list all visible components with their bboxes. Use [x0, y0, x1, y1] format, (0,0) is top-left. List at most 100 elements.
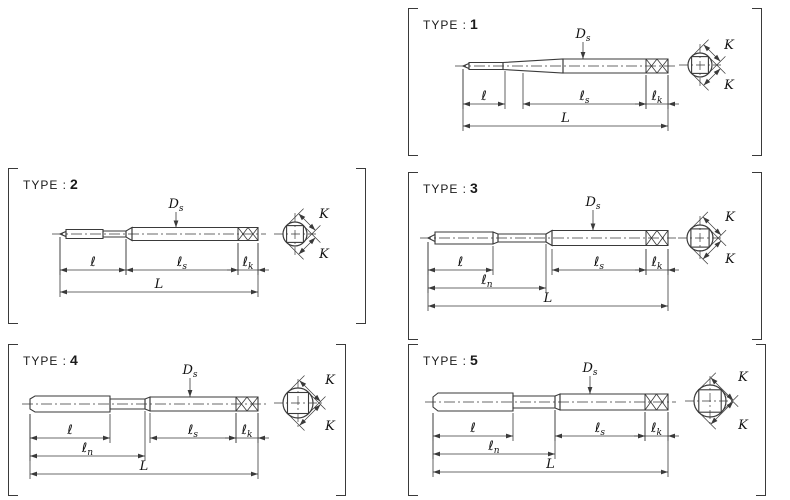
left-bracket — [408, 8, 418, 156]
dim-label-l: ℓ — [480, 89, 486, 104]
dimension-ls: ℓs — [551, 249, 647, 275]
dim-label-K-upper: K — [724, 210, 736, 225]
dim-label-K-upper: K — [324, 373, 336, 388]
dim-label-ls: ℓs — [176, 255, 187, 272]
dimension-L: L — [462, 69, 669, 131]
dimension-Ds: Ds — [584, 195, 601, 231]
type-label: TYPE :4 — [23, 352, 78, 368]
dimension-Ds: Ds — [167, 197, 184, 228]
cross-section-view: KK — [274, 373, 336, 434]
dim-label-lk: ℓk — [650, 421, 662, 438]
dim-label-Ds: Ds — [584, 195, 600, 212]
left-bracket — [408, 344, 418, 496]
dimension-l: ℓ — [29, 414, 111, 443]
dim-label-K-lower: K — [318, 247, 330, 262]
type-label: TYPE :1 — [423, 16, 478, 32]
dim-label-Ds: Ds — [181, 363, 197, 380]
cross-section-view: KK — [685, 370, 749, 433]
type-prefix: TYPE : — [423, 182, 468, 196]
dim-label-ln: ℓn — [487, 439, 499, 456]
dim-label-ln: ℓn — [81, 441, 93, 458]
type-prefix: TYPE : — [423, 354, 468, 368]
left-bracket — [408, 172, 418, 340]
tap-drawing-type-1: Ds ℓ ℓs ℓkL K K — [455, 27, 735, 131]
tap-drawing-type-4: Ds ℓ ℓs ℓk ℓnL KK — [22, 363, 336, 479]
drive-square — [698, 389, 722, 413]
dim-label-lk: ℓk — [241, 423, 253, 440]
dim-label-Ds: Ds — [574, 27, 590, 44]
dim-label-ls: ℓs — [579, 89, 590, 106]
dim-label-K-upper: K — [723, 38, 735, 53]
type-label: TYPE :3 — [423, 180, 478, 196]
dim-label-l: ℓ — [457, 255, 463, 270]
dim-label-lk: ℓk — [651, 255, 663, 272]
dim-label-Ds: Ds — [581, 361, 597, 378]
dimension-L: L — [427, 242, 669, 311]
dim-label-ls: ℓs — [593, 255, 604, 272]
dimension-ln: ℓn — [29, 411, 146, 461]
type-number: 3 — [470, 180, 478, 196]
dimension-l: ℓ — [462, 69, 506, 109]
right-bracket — [752, 8, 762, 156]
dimension-ls: ℓs — [149, 413, 237, 443]
right-bracket — [756, 344, 766, 496]
dimension-lk: ℓk — [227, 243, 269, 275]
square-drive-hatch — [645, 58, 669, 74]
dim-label-K-upper: K — [318, 207, 330, 222]
dim-label-l: ℓ — [89, 255, 95, 270]
dimension-lk: ℓk — [225, 413, 269, 443]
type-number: 4 — [70, 352, 78, 368]
dimension-l: ℓ — [59, 237, 127, 275]
dim-label-lk: ℓk — [651, 89, 663, 106]
drive-square — [286, 225, 304, 243]
dim-label-K-lower: K — [724, 252, 736, 267]
type-prefix: TYPE : — [423, 18, 468, 32]
dimension-ls: ℓs — [554, 410, 646, 441]
dimension-L: L — [29, 413, 259, 479]
dimension-l: ℓ — [427, 242, 494, 275]
shank-circle — [687, 52, 713, 78]
dimension-ls: ℓs — [125, 239, 239, 275]
dim-label-ls: ℓs — [594, 421, 605, 438]
dimension-lk: ℓk — [634, 412, 679, 441]
type-number: 2 — [70, 176, 78, 192]
right-bracket — [336, 344, 346, 496]
dim-label-L: L — [154, 277, 164, 292]
dimension-Ds: Ds — [181, 363, 198, 397]
cross-section-view: KK — [678, 210, 736, 267]
dim-label-ls: ℓs — [187, 423, 198, 440]
type-prefix: TYPE : — [23, 354, 68, 368]
drive-square — [690, 228, 710, 248]
dimension-L: L — [432, 412, 669, 477]
dimension-lk: ℓk — [635, 75, 679, 109]
dim-label-K-lower: K — [737, 418, 749, 433]
dim-label-ln: ℓn — [480, 273, 492, 290]
dimension-ls: ℓs — [522, 73, 647, 109]
type-label: TYPE :5 — [423, 352, 478, 368]
dim-label-L: L — [543, 291, 553, 306]
dimension-Ds: Ds — [581, 361, 598, 394]
dim-label-l: ℓ — [469, 421, 475, 436]
dimension-ln: ℓn — [432, 410, 556, 459]
tap-drawing-type-2: Ds ℓ ℓs ℓkL K K — [52, 197, 330, 297]
dim-label-L: L — [560, 111, 570, 126]
dim-label-Ds: Ds — [167, 197, 183, 214]
drive-square — [691, 56, 709, 74]
left-bracket — [8, 344, 18, 496]
dimension-lk: ℓk — [635, 249, 679, 275]
dimension-l: ℓ — [432, 413, 514, 441]
dim-label-L: L — [139, 459, 149, 474]
right-bracket — [356, 168, 366, 324]
dimension-Ds: Ds — [574, 27, 591, 59]
dim-label-K-upper: K — [737, 370, 749, 385]
shank-circle — [686, 224, 714, 252]
dim-label-K-lower: K — [723, 78, 735, 93]
